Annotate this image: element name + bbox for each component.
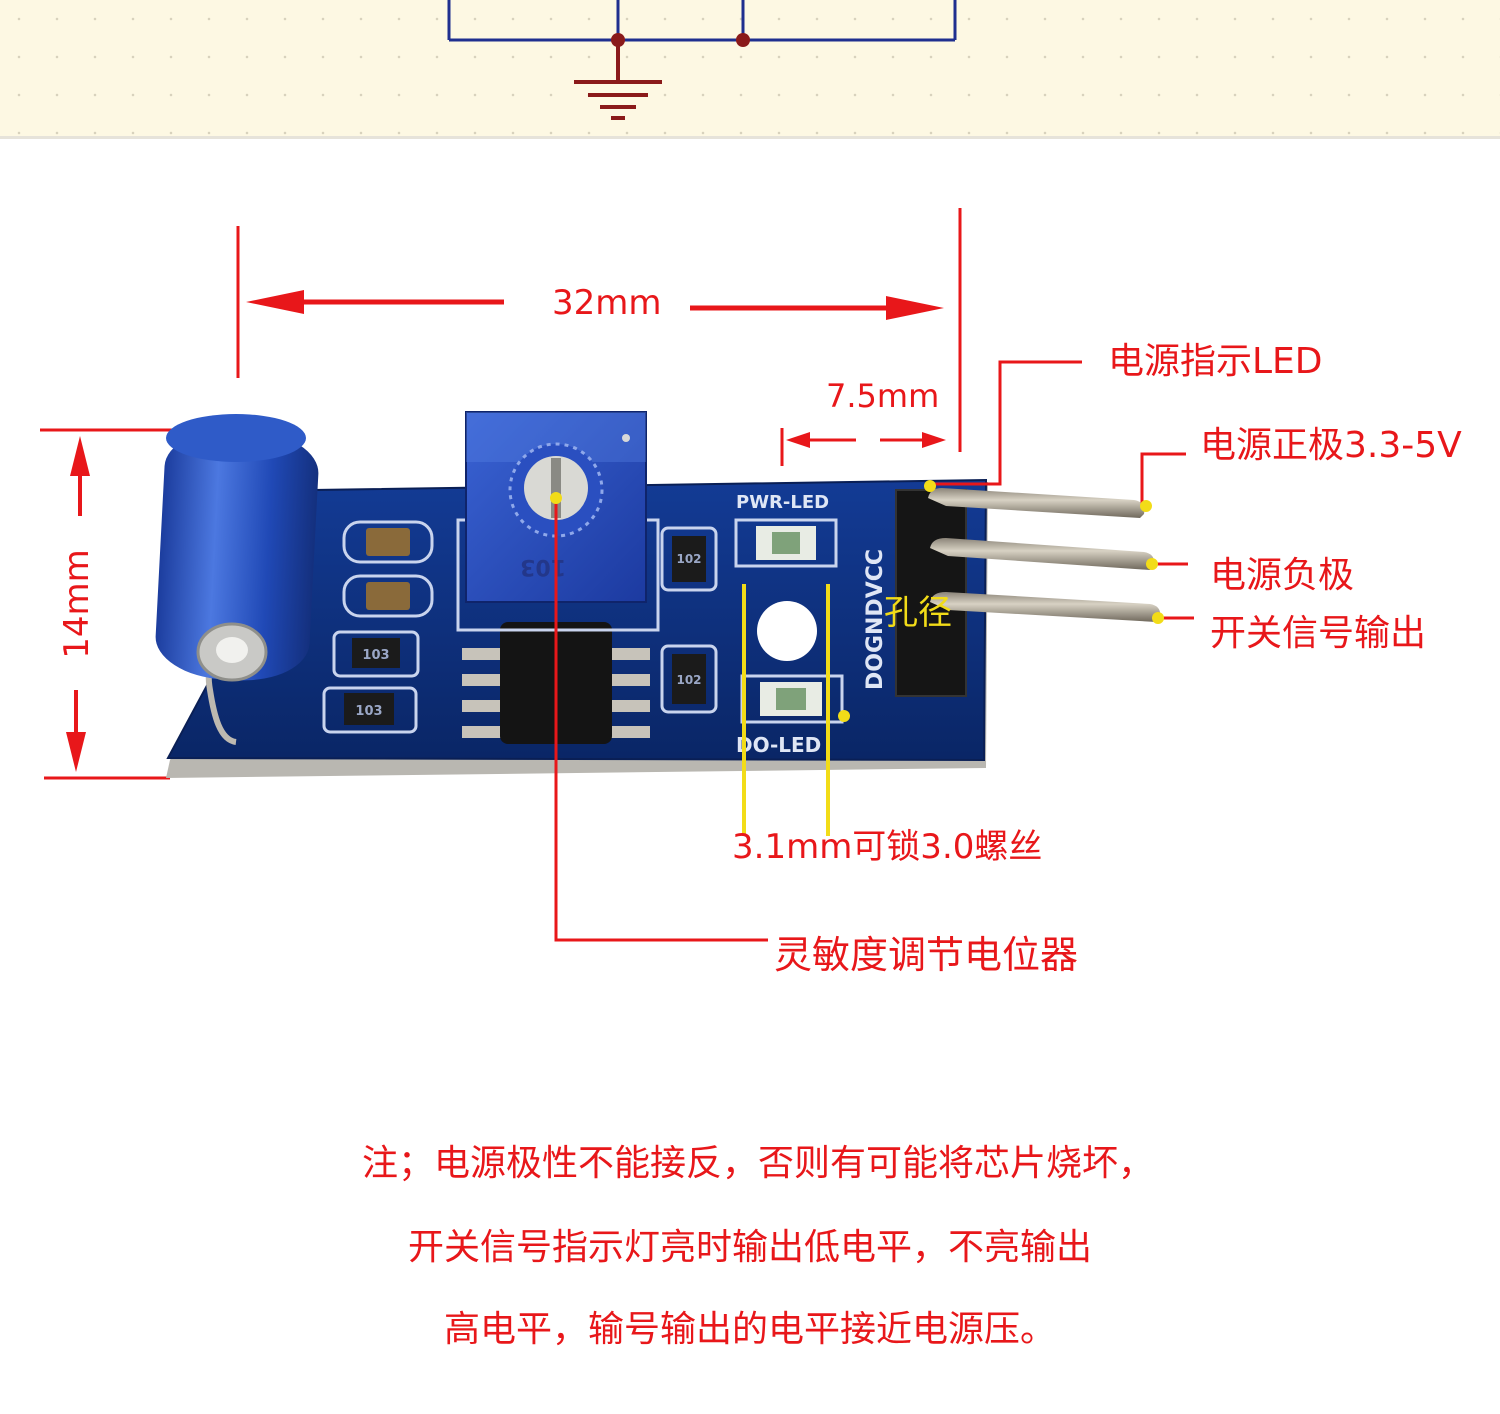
pin-offset-dimension-label: 7.5mm: [826, 377, 940, 415]
mounting-hole: [757, 601, 817, 661]
vcc-pin-callout: 电源正极3.3-5V: [1200, 425, 1462, 466]
note-line-3: 高电平，输号输出的电平接近电源压。: [443, 1309, 1056, 1350]
note-line-1: 注；电源极性不能接反，否则有可能将芯片烧坏，: [361, 1143, 1154, 1184]
arrow-right-icon: [922, 432, 946, 448]
schematic-node: [736, 33, 750, 47]
dimension-32mm: [236, 208, 962, 452]
tilt-switch: [155, 414, 319, 745]
callout-dots: [550, 480, 1164, 722]
note-line-2: 开关信号指示灯亮时输出低电平，不亮输出: [407, 1227, 1092, 1268]
do-led-silkscreen: DO-LED: [736, 733, 821, 757]
pot-code: 103: [520, 554, 566, 579]
pwr-led-silkscreen: PWR-LED: [736, 492, 829, 513]
schematic-node: [611, 33, 625, 47]
height-dimension-label: 14mm: [57, 549, 97, 659]
dimension-7-5mm: [780, 428, 946, 466]
arrow-up-icon: [70, 436, 90, 476]
leader-lines: [554, 360, 1194, 942]
signal-out-pin-callout: 开关信号输出: [1210, 613, 1427, 654]
potentiometer-callout: 灵敏度调节电位器: [774, 933, 1079, 977]
pin-labels-silkscreen: DOGNDVCC: [863, 549, 888, 690]
resistor-code: 102: [676, 673, 701, 687]
resistor-code: 103: [355, 704, 382, 719]
gnd-pin-callout: 电源负极: [1210, 555, 1355, 596]
arrow-down-icon: [66, 732, 86, 772]
length-dimension-label: 32mm: [552, 283, 662, 323]
power-led-callout: 电源指示LED: [1108, 341, 1323, 382]
resistor-code: 102: [676, 552, 701, 566]
arrow-right-icon: [886, 296, 944, 320]
hole-diameter-guides: [742, 584, 830, 836]
module-diagram: 103 103 102 102 PWR-LED DO-LED DOGNDVCC: [40, 208, 1194, 942]
resistor-code: 103: [362, 648, 389, 663]
schematic-fragment: [0, 0, 1500, 139]
header-pins: [928, 488, 1161, 622]
mounting-hole-callout: 3.1mm可锁3.0螺丝: [732, 827, 1043, 867]
arrow-left-icon: [786, 432, 810, 448]
hole-diameter-label: 孔径: [884, 593, 952, 633]
potentiometer: 103: [456, 411, 660, 632]
arrow-left-icon: [246, 290, 304, 314]
